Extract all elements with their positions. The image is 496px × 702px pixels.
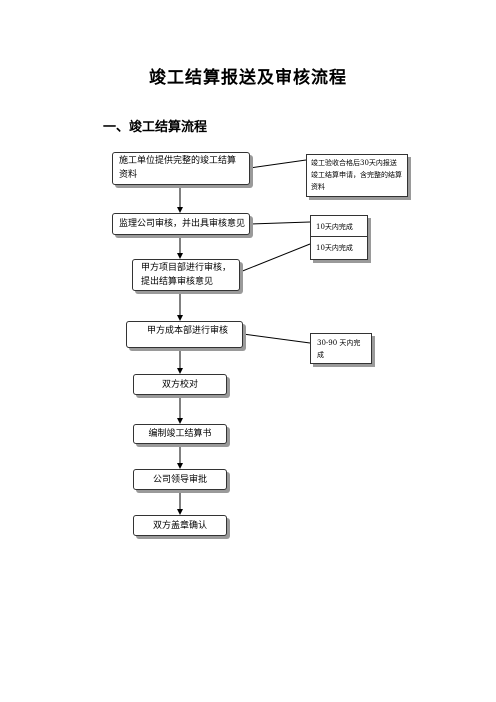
note-project-dept-deadline: 10天内完成	[310, 236, 368, 260]
step-label: 公司领导审批	[152, 475, 207, 485]
step-supervisor-review: 监理公司审核，并出具审核意见	[112, 213, 250, 235]
step-label: 甲方项目部进行审核，提出结算审核意见	[141, 263, 232, 287]
step-mutual-check: 双方校对	[133, 374, 227, 395]
connector-note3	[239, 243, 311, 273]
connector-note4	[242, 333, 311, 344]
note-label: 10天内完成	[316, 244, 353, 252]
section-heading: 一、竣工结算流程	[103, 120, 208, 135]
step-cost-dept-review: 甲方成本部进行审核	[126, 321, 243, 348]
step-compile-settlement: 编制竣工结算书	[133, 424, 227, 444]
note-label: 10天内完成	[316, 223, 353, 231]
note-label: 竣工验收合格后30天内报送竣工结算申请，含完整的结算资料	[311, 159, 402, 191]
step-seal-confirmation: 双方盖章确认	[133, 515, 227, 536]
step-label: 双方校对	[161, 380, 198, 390]
step-label: 编制竣工结算书	[148, 429, 212, 439]
step-label: 双方盖章确认	[152, 521, 207, 531]
step-label: 监理公司审核，并出具审核意见	[119, 219, 246, 229]
page-title: 竣工结算报送及审核流程	[149, 68, 347, 88]
note-cost-dept-deadline: 30-90 天内完成	[310, 333, 372, 364]
note-label: 30-90 天内完成	[317, 339, 361, 359]
step-project-dept-review: 甲方项目部进行审核，提出结算审核意见	[132, 259, 240, 291]
note-supervisor-deadline: 10天内完成	[310, 215, 368, 239]
step-label: 甲方成本部进行审核	[147, 326, 229, 336]
note-submission-deadline: 竣工验收合格后30天内报送竣工结算申请，含完整的结算资料	[306, 154, 408, 197]
step-submit-settlement-docs: 施工单位提供完整的竣工结算资料	[112, 152, 250, 185]
connector-note2	[249, 221, 311, 225]
step-leadership-approval: 公司领导审批	[133, 469, 227, 490]
step-label: 施工单位提供完整的竣工结算资料	[119, 156, 237, 180]
connector-note1	[249, 159, 307, 169]
